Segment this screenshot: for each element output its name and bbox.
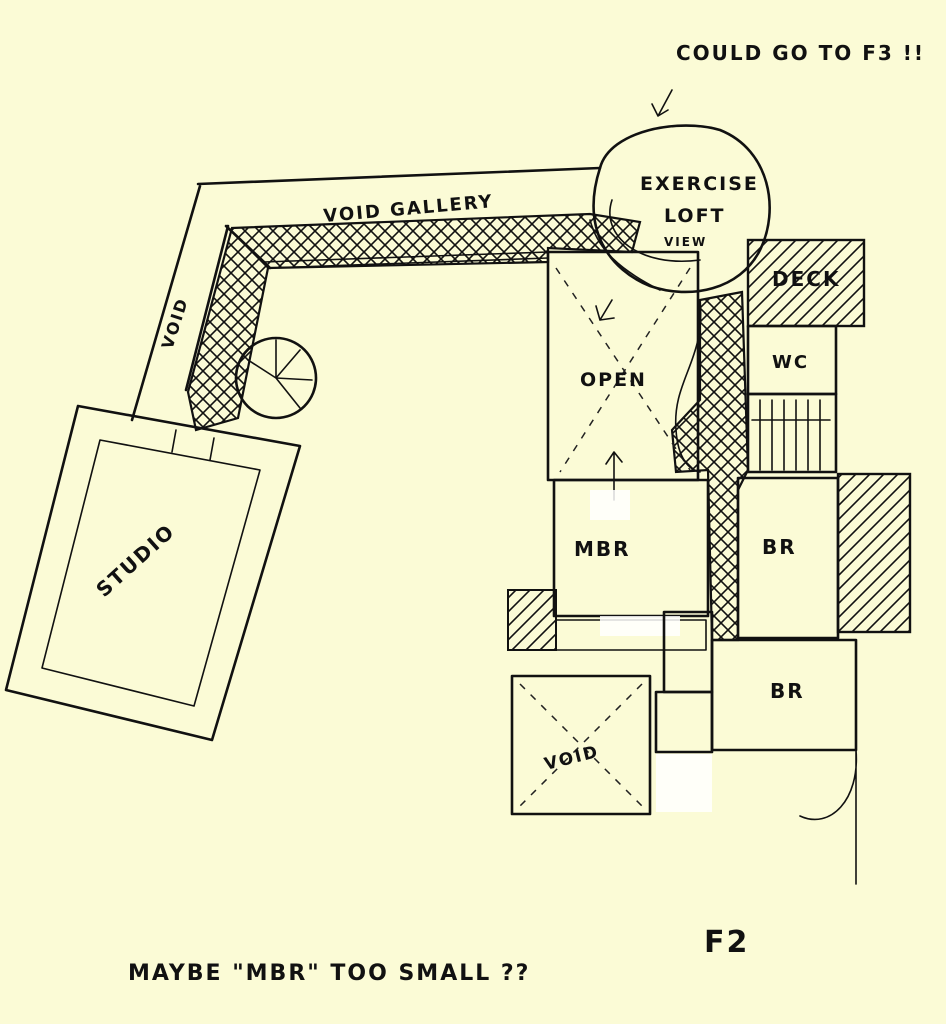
arrow-to-loft [651, 89, 673, 117]
label-mbr: MBR [574, 537, 631, 561]
label-br-lower: BR [770, 679, 805, 703]
studio-entry [171, 429, 215, 461]
label-open: OPEN [580, 369, 647, 391]
label-br-right: BR [762, 535, 797, 559]
label-void-lower: VOID [542, 742, 601, 775]
correction-patch-3 [656, 754, 712, 812]
mbr-closet-hatch [507, 589, 557, 651]
note-mbr-too-small: MAYBE "MBR" TOO SMALL ?? [128, 961, 530, 986]
correction-patch-1 [590, 490, 630, 520]
loft-inner-curve [589, 199, 701, 291]
open-curve-wall [674, 299, 702, 473]
correction-patch-2 [600, 616, 680, 636]
label-deck: DECK [772, 267, 840, 291]
br-lower-swing [799, 639, 858, 885]
spiral-stair [234, 336, 318, 420]
label-studio: STUDIO [91, 519, 179, 602]
label-loft: LOFT [664, 205, 726, 227]
void-lower-outline [510, 674, 652, 816]
label-wc: WC [772, 352, 809, 373]
label-void-side: VOID [158, 295, 192, 351]
label-view: VIEW [664, 235, 707, 249]
stair-treads [751, 399, 831, 471]
label-floor: F2 [704, 925, 749, 960]
gallery-inner-line [263, 251, 549, 269]
studio-outer-outline [4, 404, 302, 742]
label-void-gallery: VOID GALLERY [323, 191, 495, 227]
studio-inner-outline [41, 439, 261, 707]
br-right-hatch [836, 472, 912, 634]
stair-outline [746, 392, 838, 474]
open-arrow [595, 299, 623, 501]
note-f3: COULD GO TO F3 !! [676, 41, 925, 65]
void-gallery-outline [130, 166, 602, 422]
label-exercise: EXERCISE [640, 173, 759, 195]
spiral-stair-treads [247, 339, 313, 409]
open-space-diagonals [555, 267, 691, 473]
